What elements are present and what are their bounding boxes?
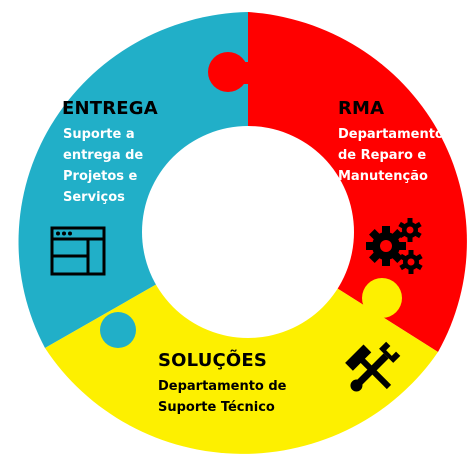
- segment-rma-line: de Reparo e: [338, 148, 427, 163]
- segment-entrega-line: Projetos e: [63, 169, 138, 184]
- segment-entrega-line: Serviços: [63, 190, 125, 205]
- gears-icon: [366, 218, 423, 274]
- segment-solucoes-shape: [45, 232, 438, 454]
- segment-entrega-line: entrega de: [63, 148, 144, 163]
- segment-solucoes-title: SOLUÇÕES: [158, 350, 268, 371]
- segment-rma-title: RMA: [338, 98, 385, 119]
- puzzle-knob-neck: [228, 62, 250, 84]
- hammer-wrench-icon: [345, 341, 401, 392]
- browser-window-icon: [50, 226, 106, 276]
- segment-solucoes-description: Departamento de Suporte Técnico: [158, 376, 358, 418]
- segment-rma-line: Manutenção: [338, 169, 428, 184]
- segment-solucoes-line: Departamento de: [158, 379, 287, 394]
- segment-solucoes-line: Suporte Técnico: [158, 400, 275, 415]
- segment-entrega-title: ENTREGA: [62, 98, 158, 119]
- segment-rma-description: Departamento de Reparo e Manutenção: [338, 124, 470, 187]
- puzzle-knob-solucoes: [362, 278, 402, 318]
- segment-entrega-line: Suporte a: [63, 127, 135, 142]
- segment-entrega-shape: [18, 12, 248, 348]
- segment-rma-line: Departamento: [338, 127, 444, 142]
- segment-entrega-description: Suporte a entrega de Projetos e Serviços: [63, 124, 213, 208]
- puzzle-knob-entrega: [100, 312, 136, 348]
